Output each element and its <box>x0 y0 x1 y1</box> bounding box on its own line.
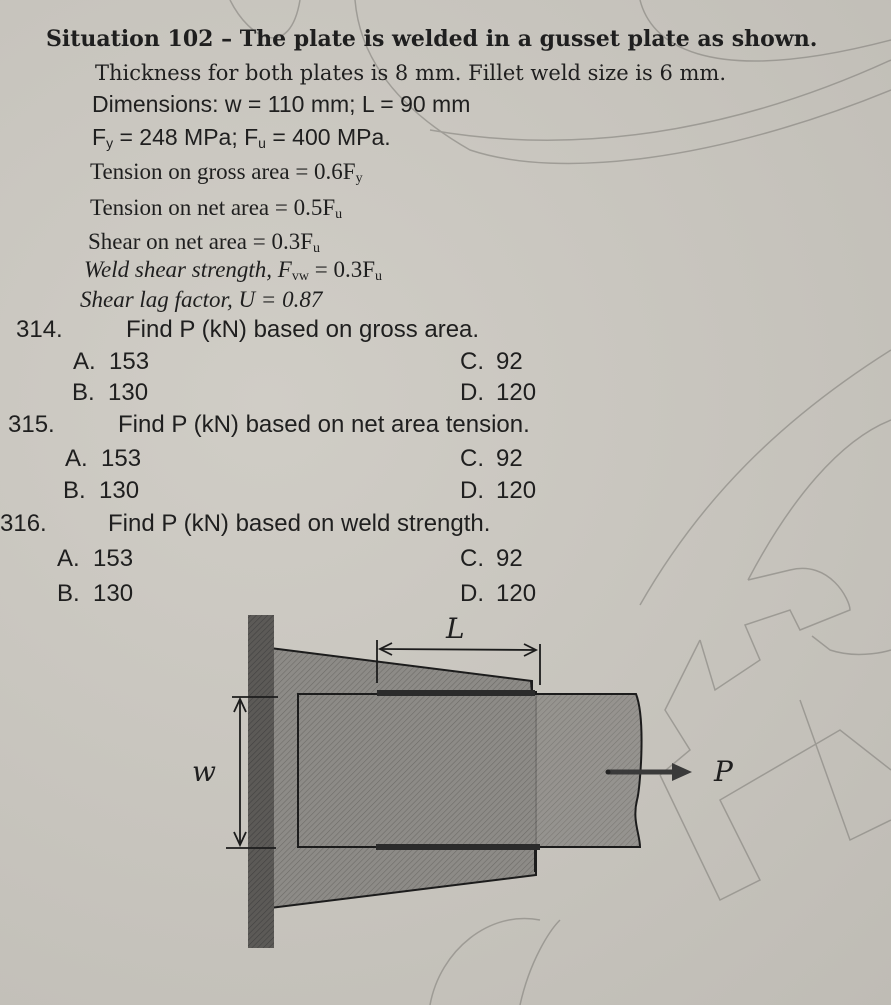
fu-sub: u <box>258 135 266 151</box>
option-value: 92 <box>496 445 523 472</box>
allowable-gross-tension: Tension on gross area = 0.6Fy <box>90 160 363 186</box>
option-value: 153 <box>101 445 142 472</box>
option-value: 92 <box>496 545 523 572</box>
question-315: 315. Find P (kN) based on net area tensio… <box>8 413 530 437</box>
option-316-b[interactable]: B. 130 <box>57 580 133 608</box>
option-letter: D. <box>460 379 484 406</box>
question-number: 316. <box>0 510 47 537</box>
option-316-a[interactable]: A. 153 <box>57 545 133 573</box>
option-316-c[interactable]: C. 92 <box>460 545 523 573</box>
allowable-sub: y <box>355 171 363 186</box>
option-315-b[interactable]: B. 130 <box>63 477 139 505</box>
option-letter: C. <box>460 445 484 472</box>
allowable-net-tension: Tension on net area = 0.5Fu <box>90 196 342 222</box>
option-value: 92 <box>496 348 523 375</box>
option-314-c[interactable]: C. 92 <box>460 348 523 376</box>
fy-sub: y <box>106 135 114 151</box>
option-letter: A. <box>73 348 96 375</box>
allowable-sub: u <box>335 207 343 222</box>
option-315-a[interactable]: A. 153 <box>65 445 141 473</box>
situation-material-strengths: Fy = 248 MPa; Fu = 400 MPa. <box>92 124 391 151</box>
situation-title: Situation 102 – The plate is welded in a… <box>46 26 818 52</box>
situation-dimensions: Dimensions: w = 110 mm; L = 90 mm <box>92 91 471 117</box>
option-314-b[interactable]: B. 130 <box>72 379 148 407</box>
option-value: 130 <box>93 580 134 607</box>
fu-end: = 400 MPa. <box>265 124 391 150</box>
situation-thickness: Thickness for both plates is 8 mm. Fille… <box>95 61 727 85</box>
allowable-label: Tension on gross area = 0.6F <box>90 159 356 184</box>
allowable-weld-shear: Weld shear strength, Fvw = 0.3Fu <box>84 258 382 284</box>
option-value: 153 <box>93 545 134 572</box>
option-value: 120 <box>496 580 537 607</box>
label-w: w <box>192 755 216 788</box>
allowable-label: Shear on net area = 0.3F <box>88 229 314 254</box>
option-letter: C. <box>460 545 484 572</box>
weld-top <box>377 690 535 696</box>
option-314-a[interactable]: A. 153 <box>73 348 149 376</box>
weld-bottom <box>376 844 540 850</box>
allowable-sub: u <box>374 269 382 284</box>
allowable-net-shear: Shear on net area = 0.3Fu <box>88 230 320 256</box>
option-letter: B. <box>63 477 86 504</box>
label-P: P <box>714 755 733 788</box>
option-value: 120 <box>496 379 537 406</box>
allowable-label: Weld shear strength, F <box>84 257 292 282</box>
option-value: 130 <box>99 477 140 504</box>
option-letter: D. <box>460 580 484 607</box>
support-wall <box>248 615 274 948</box>
allowable-label: Tension on net area = 0.5F <box>90 195 336 220</box>
allowable-mid: = 0.3F <box>308 257 375 282</box>
option-letter: D. <box>460 477 484 504</box>
load-arrow <box>605 763 692 781</box>
question-text: Find P (kN) based on gross area. <box>126 316 480 343</box>
question-text: Find P (kN) based on weld strength. <box>108 510 491 537</box>
option-314-d[interactable]: D. 120 <box>460 379 536 407</box>
option-value: 153 <box>109 348 150 375</box>
option-letter: A. <box>65 445 88 472</box>
allowable-sub: vw <box>291 269 309 284</box>
option-316-d[interactable]: D. 120 <box>460 580 536 608</box>
option-letter: C. <box>460 348 484 375</box>
allowable-sub: u <box>313 241 321 256</box>
question-number: 314. <box>16 316 63 343</box>
label-L: L <box>446 612 465 645</box>
question-text: Find P (kN) based on net area tension. <box>118 411 530 438</box>
dimension-w <box>226 696 278 849</box>
option-value: 120 <box>496 477 537 504</box>
shear-lag-factor: Shear lag factor, U = 0.87 <box>80 287 323 312</box>
main-plate <box>297 693 643 848</box>
question-316: 316. Find P (kN) based on weld strength. <box>0 512 490 536</box>
fy-mid: = 248 MPa; F <box>113 124 259 150</box>
question-number: 315. <box>8 411 55 438</box>
option-315-d[interactable]: D. 120 <box>460 477 536 505</box>
option-value: 130 <box>108 379 149 406</box>
option-315-c[interactable]: C. 92 <box>460 445 523 473</box>
fy-prefix: F <box>92 124 107 150</box>
dimension-L <box>376 640 541 685</box>
option-letter: B. <box>57 580 80 607</box>
question-314: 314. Find P (kN) based on gross area. <box>16 318 479 342</box>
option-letter: B. <box>72 379 95 406</box>
option-letter: A. <box>57 545 80 572</box>
